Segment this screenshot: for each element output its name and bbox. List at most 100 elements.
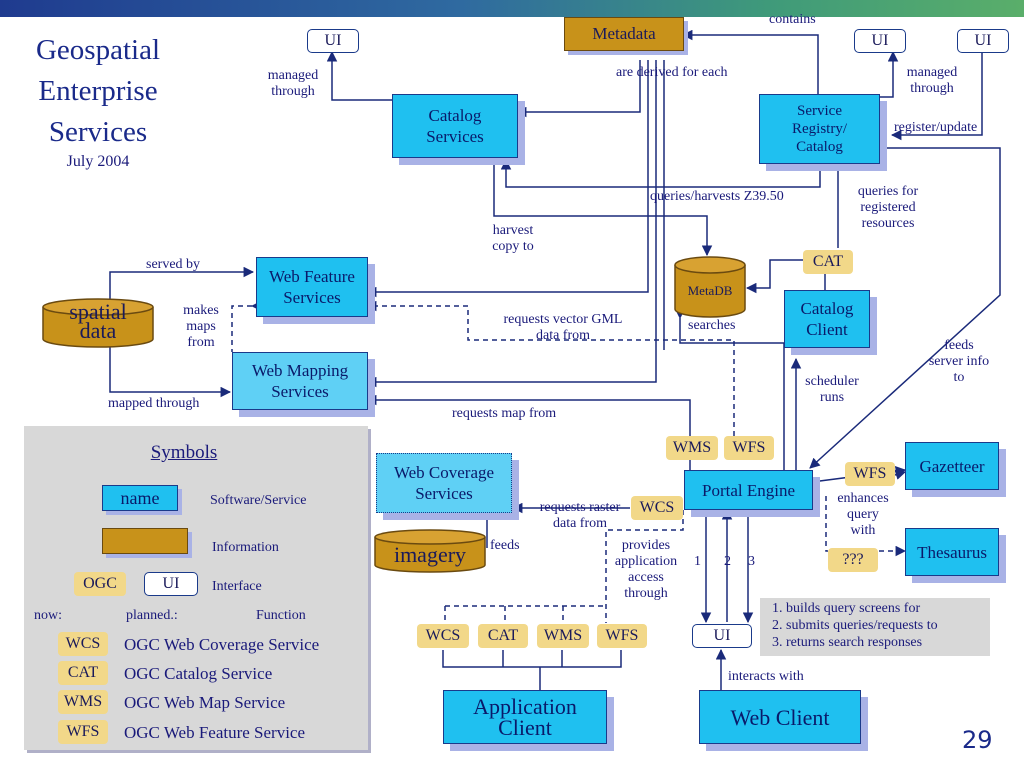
legend-title: Symbols <box>150 442 218 463</box>
wcs-interface-app: WCS <box>417 624 469 648</box>
legend-information: Information <box>212 540 279 555</box>
legend-planned: planned.: <box>126 608 178 623</box>
ui-registry: UI <box>854 29 906 53</box>
unknown-interface-thesaurus: ??? <box>828 548 878 572</box>
label-requests-map-from: requests map from <box>452 406 557 421</box>
arrow-register-update <box>890 52 983 141</box>
web-client-node: Web Client <box>699 690 861 744</box>
legend-software-service: Software/Service <box>210 493 307 508</box>
cat-interface-app: CAT <box>478 624 528 648</box>
steps-box: 1. builds query screens for 2. submits q… <box>760 598 990 656</box>
arrow-harvests-to-catalog <box>500 158 821 188</box>
label-contains: contains <box>769 12 816 27</box>
slide-title-line2: Enterprise <box>38 75 158 107</box>
wcs-interface-portal: WCS <box>631 496 683 520</box>
arrow-registry-to-ui <box>876 50 899 98</box>
label-derived-for-each: are derived for each <box>616 65 728 80</box>
step-item-3: 3. returns search responses <box>772 635 923 650</box>
label-step-3: 3 <box>748 554 755 569</box>
arrow-served-by <box>109 266 255 305</box>
thesaurus-node: Thesaurus <box>905 528 999 576</box>
gazetteer-node: Gazetteer <box>905 442 999 490</box>
label-step-1: 1 <box>694 554 701 569</box>
arrow-mapped-through <box>109 345 232 398</box>
label-interacts-with: interacts with <box>728 669 804 684</box>
legend-code-wcs: WCS <box>58 632 108 656</box>
portal-engine-node: Portal Engine <box>684 470 813 510</box>
slide-top-bar <box>0 0 1024 17</box>
wfs-interface-portal: WFS <box>724 436 774 460</box>
arrow-metadata-to-wms <box>365 60 657 388</box>
legend-code-wfs: WFS <box>58 720 108 744</box>
arrow-catalog-to-ui <box>326 50 392 101</box>
label-served-by: served by <box>146 257 201 272</box>
line-app-tree <box>442 650 622 690</box>
imagery-store: imagery <box>374 529 486 573</box>
legend-desc-wcs: OGC Web Coverage Service <box>124 635 320 654</box>
arrow-catalog-to-metadb <box>493 160 713 257</box>
legend-desc-wfs: OGC Web Feature Service <box>124 723 306 742</box>
arrow-searches <box>674 308 785 470</box>
slide-title-line3: Services <box>48 116 148 148</box>
arrow-metadata-to-wfs <box>365 60 649 298</box>
legend-desc-cat: OGC Catalog Service <box>124 664 273 683</box>
dashed-enhances-to-unknown <box>825 496 828 552</box>
page-number: 29 <box>962 726 993 754</box>
legend-now: now: <box>34 608 62 623</box>
arrow-catclient-to-metadb <box>745 259 803 294</box>
metadb-store: MetaDB <box>674 256 746 318</box>
metadata-node: Metadata <box>564 17 684 51</box>
ui-catalog: UI <box>307 29 359 53</box>
step-item-1: 1. builds query screens for <box>772 601 921 616</box>
legend-ui-sample: UI <box>144 572 198 596</box>
label-step-2: 2 <box>724 554 731 569</box>
wms-interface-portal: WMS <box>666 436 718 460</box>
dashed-provides-access <box>444 510 684 623</box>
ui-web-client: UI <box>692 624 752 648</box>
legend-code-cat: CAT <box>58 661 108 685</box>
dashed-wfs-to-gazetteer <box>894 469 907 480</box>
label-mapped-through: mapped through <box>108 396 200 411</box>
label-feeds: feeds <box>490 538 520 553</box>
arrow-registry-to-metadata <box>681 29 819 94</box>
symbols-legend: Symbols name Software/Service Informatio… <box>24 426 368 750</box>
arrow-feeds-server-info <box>809 147 1001 469</box>
legend-desc-wms: OGC Web Map Service <box>124 693 286 712</box>
ui-register: UI <box>957 29 1009 53</box>
legend-interface: Interface <box>212 579 262 594</box>
cat-interface-catalog: CAT <box>803 250 853 274</box>
dashed-vector-request <box>365 300 735 436</box>
wfs-interface-gazetteer: WFS <box>845 462 895 486</box>
slide-title-line1: Geospatial <box>35 34 160 66</box>
step-item-2: 2. submits queries/requests to <box>772 618 938 633</box>
wfs-interface-app: WFS <box>597 624 647 648</box>
label-searches: searches <box>688 318 736 333</box>
legend-function: Function <box>256 608 306 623</box>
label-register-update: register/update <box>894 120 978 135</box>
arrow-metadata-to-catalog <box>515 60 641 118</box>
legend-service-sample: name <box>102 485 178 511</box>
slide-date: July 2004 <box>66 153 130 170</box>
legend-information-sample <box>102 528 188 554</box>
dashed-makes-maps <box>231 300 262 352</box>
label-queries-harvests: queries/harvests Z39.50 <box>650 189 784 204</box>
legend-ogc-sample: OGC <box>74 572 126 596</box>
